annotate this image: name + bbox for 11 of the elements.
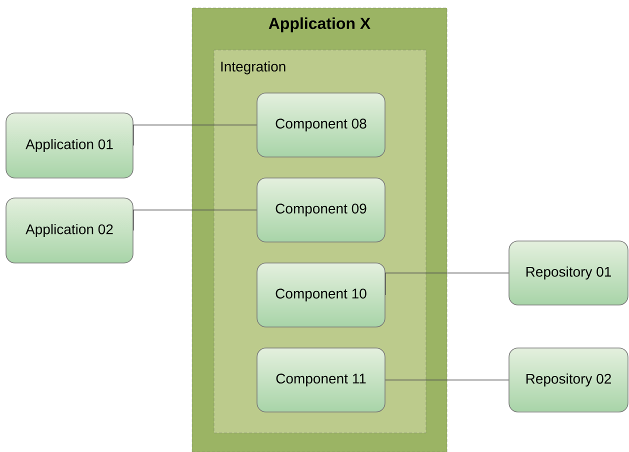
process-box: Component 09 <box>256 178 386 242</box>
process-box: Component 08 <box>256 92 386 158</box>
connector-line <box>385 272 509 296</box>
process-box: Component 10 <box>256 262 386 328</box>
connector-line <box>133 124 257 146</box>
process-box: Repository 02 <box>508 348 628 412</box>
connector-line <box>133 210 257 231</box>
process-box: Application 01 <box>6 112 134 178</box>
process-box: Repository 01 <box>508 240 628 306</box>
process-box: Application 02 <box>6 198 134 264</box>
process-box: Component 11 <box>256 348 386 412</box>
